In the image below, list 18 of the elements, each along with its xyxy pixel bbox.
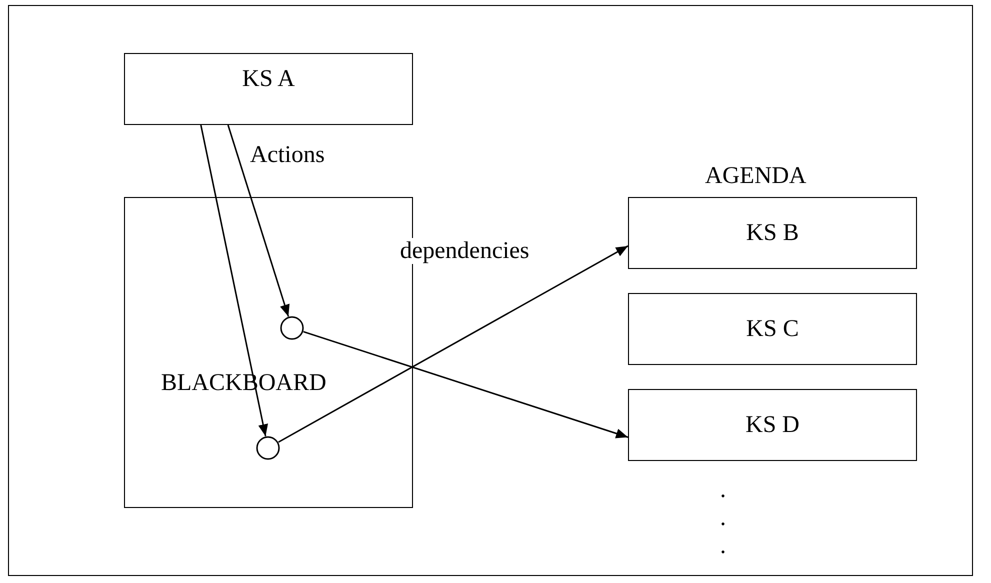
node-label: KS A bbox=[242, 66, 295, 92]
process-box bbox=[628, 293, 917, 365]
arrow bbox=[227, 124, 290, 317]
process-box bbox=[124, 53, 413, 125]
circle-node bbox=[256, 436, 280, 460]
ellipsis-dot: . bbox=[720, 534, 726, 558]
edge-label: dependencies bbox=[400, 238, 530, 264]
node-label: KS D bbox=[745, 412, 800, 438]
ellipsis-dot: . bbox=[720, 478, 726, 502]
arrow bbox=[303, 331, 628, 438]
ellipsis-dot: . bbox=[720, 506, 726, 530]
group-heading: AGENDA bbox=[705, 163, 806, 190]
node-label: KS C bbox=[746, 316, 799, 342]
circle-node bbox=[280, 316, 304, 340]
arrow bbox=[278, 245, 628, 443]
node-label: KS B bbox=[746, 220, 799, 246]
process-box bbox=[628, 389, 917, 461]
arrow bbox=[200, 124, 268, 436]
